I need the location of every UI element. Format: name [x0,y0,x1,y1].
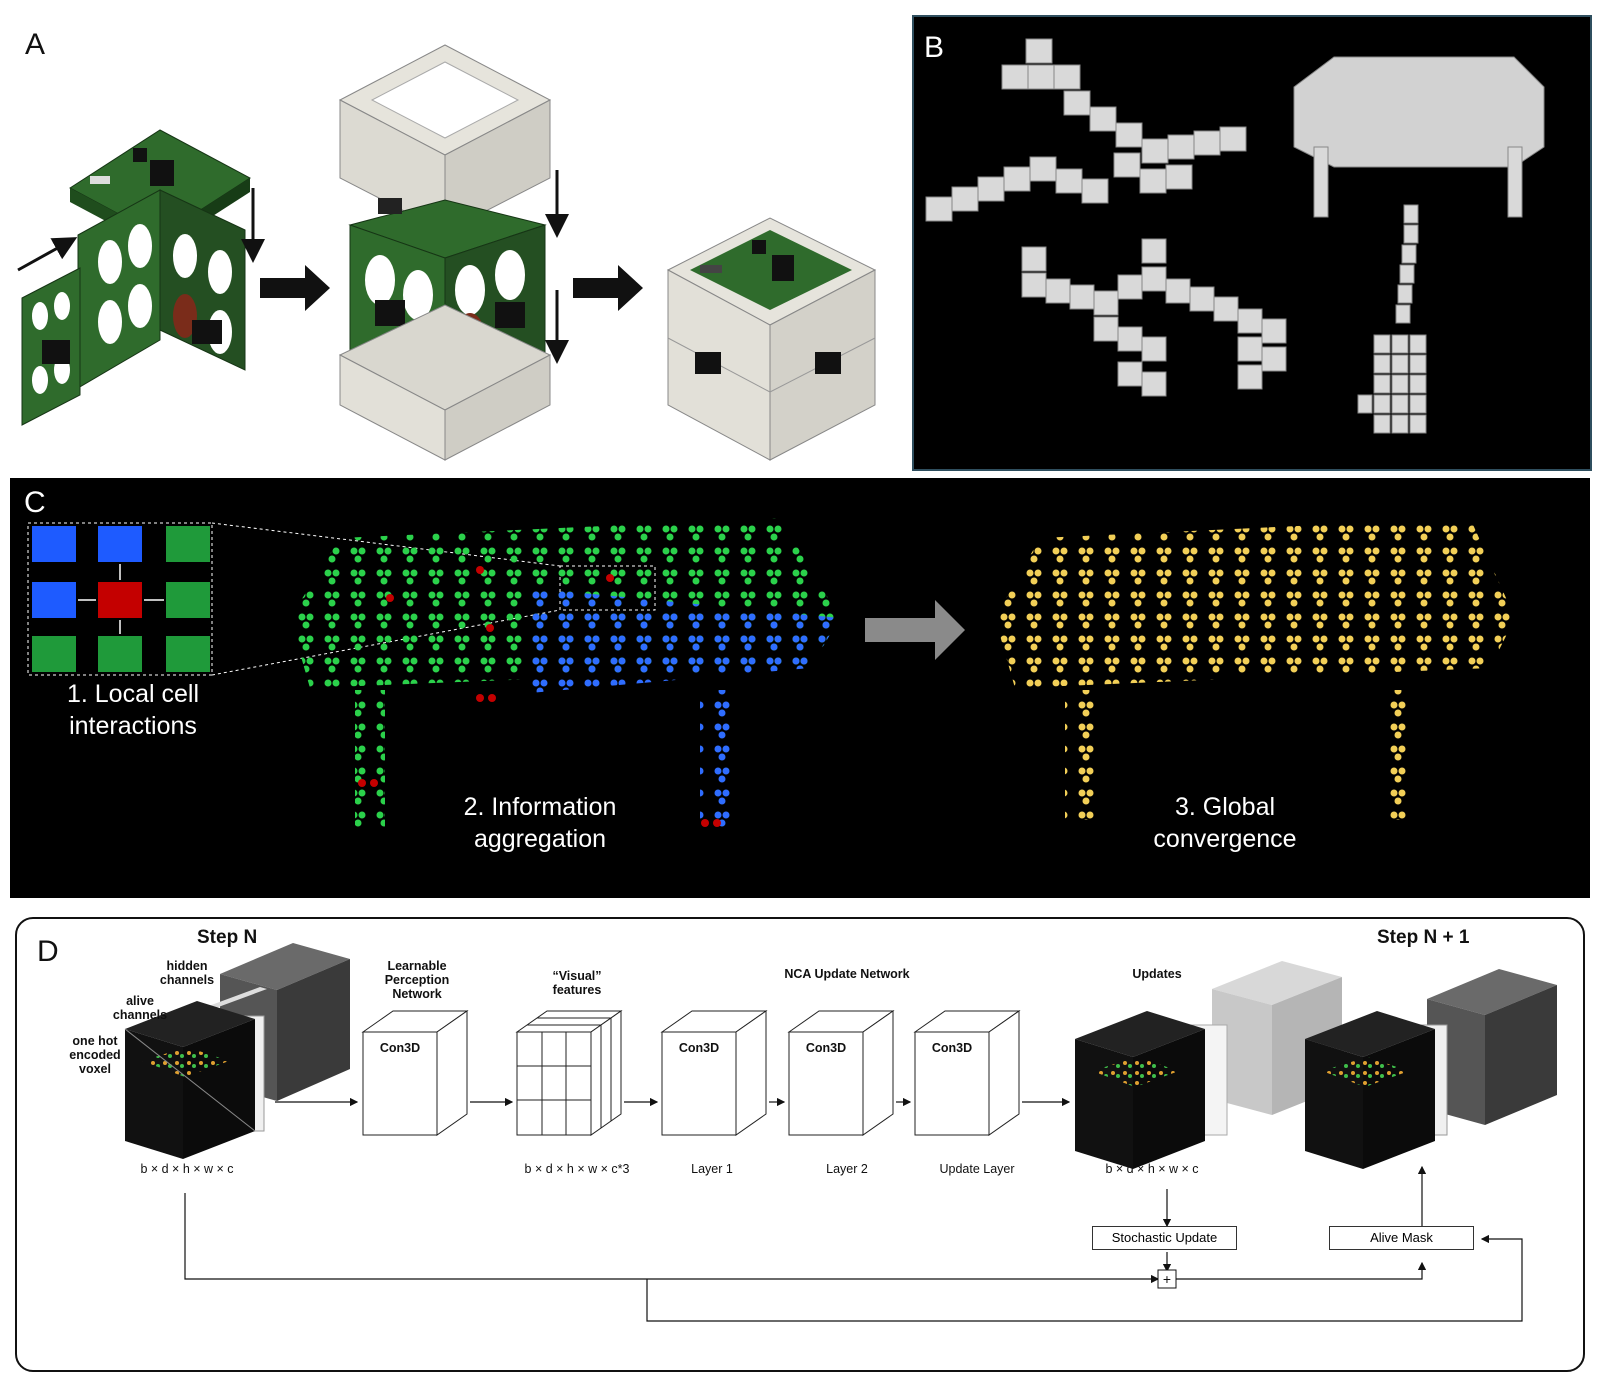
dims-updates: b × d × h × w × c [1105,1162,1199,1176]
label-visual-line2: features [552,983,602,997]
panel-c-illustration [27,518,1515,830]
panel-b-structures: B [912,15,1592,471]
panel-c-letter: C [24,486,46,519]
arrow-right-icon [573,265,643,311]
horse-structure [1021,238,1287,397]
update-layer-cube [913,1010,1021,1136]
input-voxel-stack [124,943,350,1159]
label-hidden-line2: channels [159,973,215,987]
label-visual-features: “Visual” features [527,969,627,997]
local-interaction-grid [27,522,656,676]
label-layer1: Layer 1 [691,1162,733,1176]
arrow-input-to-alive-mask [646,1234,1523,1322]
architecture-diagram [124,943,1557,1322]
panel-d-architecture: D [15,917,1585,1372]
stochastic-update-box: Stochastic Update [1092,1226,1237,1250]
label-layer2: Layer 2 [826,1162,868,1176]
label-onehot-voxel: one hot encoded voxel [55,1034,135,1076]
layer2-cube [787,1010,895,1136]
label-updates: Updates [1132,967,1182,981]
label-alive-line2: channels [112,1008,168,1022]
airplane-structure [925,38,1247,222]
label-perception-line3: Network [392,987,442,1001]
layer1-conv-label: Con3D [678,1041,720,1055]
label-alive-channels: alive channels [105,994,175,1022]
label-hidden-channels: hidden channels [157,959,217,987]
label-aggregation-line1: 2. Information [463,793,617,821]
label-local-line1: 1. Local cell [66,680,200,708]
alive-mask-box: Alive Mask [1329,1226,1474,1250]
panel-b-letter: B [924,31,945,64]
sum-node [1157,1269,1177,1289]
label-visual-line1: “Visual” [552,969,602,983]
perception-cube [361,1010,469,1136]
updates-voxel-stack [1075,961,1342,1169]
arrow-right-icon [865,600,965,660]
step-n-title: Step N [197,927,258,948]
label-onehot-line3: voxel [79,1062,111,1076]
label-hidden-line1: hidden [166,959,208,973]
label-perception-line2: Perception [384,973,450,987]
label-information-aggregation: 2. Information aggregation [430,791,650,855]
layer1-cube [660,1010,768,1136]
arrow-plus-to-alive-mask [1176,1261,1427,1280]
label-global-convergence: 3. Global convergence [1110,791,1340,855]
table-structure [1293,56,1545,218]
dims-input: b × d × h × w × c [140,1162,234,1176]
layer2-conv-label: Con3D [805,1041,847,1055]
tall-figure-structure [1357,204,1427,434]
assembled-module [666,217,877,461]
plus-sign: + [1162,1271,1172,1287]
table-leds-converged [995,518,1515,820]
arrow-input-skip-to-plus [184,1193,1160,1284]
perception-conv-label: Con3D [379,1041,421,1055]
dims-visual: b × d × h × w × c*3 [524,1162,630,1176]
label-update-layer: Update Layer [939,1162,1015,1176]
panel-c-nca-behavior: C [10,478,1590,898]
label-convergence-line2: convergence [1153,825,1297,853]
label-local-line2: interactions [69,712,197,740]
panel-a-assembly-illustration [17,44,877,461]
table-leds-mixed [290,518,840,830]
step-n1-title: Step N + 1 [1377,927,1470,948]
label-convergence-line1: 3. Global [1174,793,1276,821]
label-onehot-line1: one hot [72,1034,118,1048]
visual-features-cube [515,1010,623,1136]
panel-d-letter: D [37,935,59,968]
arrow-right-icon [260,265,330,311]
label-perception-line1: Learnable [387,959,447,973]
label-aggregation-line2: aggregation [473,825,607,853]
assembled-structures-illustration [925,38,1545,434]
output-voxel-stack [1305,969,1557,1169]
shell-exploded-view [338,44,569,461]
panel-a-letter: A [25,28,46,61]
label-local-interactions: 1. Local cell interactions [38,678,228,742]
label-onehot-line2: encoded [69,1048,121,1062]
label-perception-network: Learnable Perception Network [367,959,467,1001]
exploded-pcb-cube [17,129,265,426]
label-nca-update-network: NCA Update Network [784,967,910,981]
label-alive-line1: alive [126,994,154,1008]
update-layer-conv-label: Con3D [931,1041,973,1055]
